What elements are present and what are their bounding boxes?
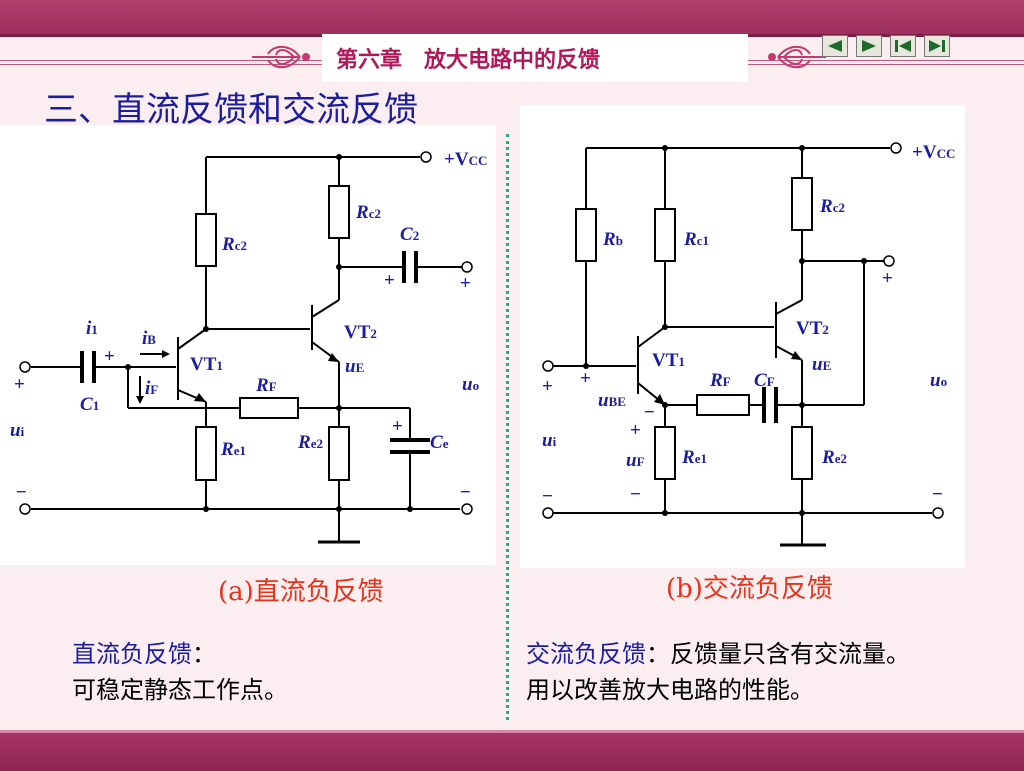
dc-term: 直流负反馈	[72, 640, 192, 668]
last-slide-button[interactable]	[924, 35, 950, 57]
ac-desc-1: 反馈量只含有交流量。	[670, 640, 910, 668]
circuit-b-panel: +VCC Rb Rc1 Rc2 VT2 uE VT1 RF CF uBE uF …	[520, 105, 965, 568]
b-output-plus: +	[882, 268, 893, 289]
a-rc2-right-label: Rc2	[355, 202, 381, 223]
caption-b: (b)交流负反馈	[666, 574, 833, 604]
dc-desc: 可稳定静态工作点。	[72, 676, 288, 704]
a-c1-plus: +	[104, 346, 115, 367]
a-if-label: iF	[145, 378, 158, 399]
b-rf-label: RF	[709, 370, 731, 391]
b-ube-label: uBE	[598, 390, 626, 411]
last-icon	[929, 40, 945, 52]
a-vt2-label: VT2	[344, 322, 377, 343]
next-icon	[862, 40, 876, 52]
a-rf-label: RF	[255, 375, 277, 396]
prev-icon	[828, 40, 842, 52]
circuit-a-diagram: +VCC Rc2 Rc2 C2 VT2 uE VT1 i1 iB iF C1 R…	[10, 149, 487, 544]
a-ib-label: iB	[142, 328, 156, 349]
section-title: 三、直流反馈和交流反馈	[44, 90, 418, 130]
slide-nav	[822, 35, 950, 57]
prev-slide-button[interactable]	[822, 35, 848, 57]
a-ui-label: ui	[10, 420, 25, 441]
b-ube-minus: −	[644, 402, 655, 423]
a-rc2-left-label: Rc2	[221, 234, 247, 255]
a-ce-plus: +	[392, 416, 403, 437]
b-rc2-label: Rc2	[819, 196, 845, 217]
a-input-minus: −	[16, 482, 27, 503]
a-re1-label: Re1	[220, 439, 246, 460]
top-band	[0, 0, 1024, 37]
b-ube-plus: +	[580, 368, 591, 389]
a-re2-label: Re2	[297, 432, 323, 453]
a-ue-label: uE	[345, 356, 364, 377]
ac-desc-2: 用以改善放大电路的性能。	[526, 676, 814, 704]
b-uf-minus: −	[630, 484, 641, 505]
b-output-minus: −	[932, 484, 943, 505]
circuit-b-diagram: +VCC Rb Rc1 Rc2 VT2 uE VT1 RF CF uBE uF …	[542, 142, 955, 547]
bottom-band	[0, 730, 1024, 771]
a-input-plus: +	[14, 374, 25, 395]
b-input-plus: +	[542, 376, 553, 397]
a-ce-label: Ce	[430, 432, 449, 453]
next-slide-button[interactable]	[856, 35, 882, 57]
right-flourish-icon	[768, 45, 826, 69]
b-uf-plus: +	[630, 420, 641, 441]
b-ui-label: ui	[542, 430, 557, 451]
b-input-minus: −	[542, 486, 553, 507]
a-vcc-label: +VCC	[444, 149, 487, 170]
left-flourish-icon	[252, 45, 310, 69]
dc-colon: ：	[192, 640, 216, 668]
b-vcc-label: +VCC	[912, 142, 955, 163]
ac-feedback-note: 交流负反馈：反馈量只含有交流量。 用以改善放大电路的性能。	[526, 636, 910, 708]
b-re2-label: Re2	[821, 447, 847, 468]
chapter-title: 第六章 放大电路中的反馈	[336, 48, 601, 73]
first-icon	[895, 40, 911, 52]
ac-colon: ：	[646, 640, 670, 668]
b-uf-label: uF	[626, 450, 645, 471]
a-i1-label: i1	[86, 318, 98, 339]
a-output-plus: +	[460, 273, 471, 294]
b-vt2-label: VT2	[796, 318, 829, 339]
b-re1-label: Re1	[681, 447, 707, 468]
b-uo-label: uo	[930, 370, 947, 391]
b-ue-label: uE	[812, 354, 831, 375]
caption-a: (a)直流负反馈	[218, 577, 384, 607]
a-c1-label: C1	[80, 394, 99, 415]
a-c2-plus-left: +	[384, 270, 395, 291]
b-rb-label: Rb	[602, 229, 623, 250]
b-cf-label: CF	[754, 370, 775, 391]
chapter-title-box	[322, 34, 748, 82]
first-slide-button[interactable]	[890, 35, 916, 57]
ac-term: 交流负反馈	[526, 640, 646, 668]
a-vt1-label: VT1	[190, 354, 223, 375]
b-vt1-label: VT1	[652, 350, 685, 371]
b-rc1-label: Rc1	[683, 229, 709, 250]
dc-feedback-note: 直流负反馈： 可稳定静态工作点。	[72, 636, 288, 708]
column-divider	[506, 134, 509, 720]
a-c2-label: C2	[400, 224, 419, 245]
a-uo-label: uo	[462, 374, 479, 395]
circuit-a-panel: +VCC Rc2 Rc2 C2 VT2 uE VT1 i1 iB iF C1 R…	[0, 125, 496, 565]
a-output-minus: −	[460, 482, 471, 503]
